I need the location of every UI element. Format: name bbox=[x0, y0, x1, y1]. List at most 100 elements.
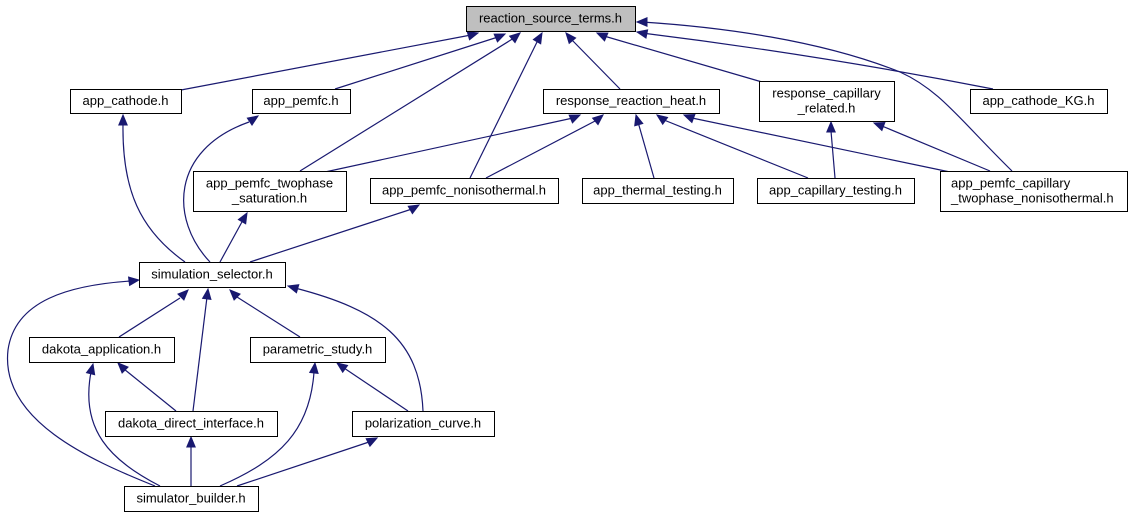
edge-app_capillary_testing-to-response_capillary_related bbox=[826, 120, 836, 179]
edge-line bbox=[236, 441, 370, 487]
node-response-capillary-related[interactable]: response_capillary_related.h bbox=[759, 81, 895, 122]
edge-line bbox=[641, 32, 994, 90]
node-app-pemfc-twophase-saturation[interactable]: app_pemfc_twophase_saturation.h bbox=[193, 171, 347, 212]
node-box[interactable] bbox=[759, 81, 895, 122]
node-box[interactable] bbox=[193, 171, 347, 212]
node-app-pemfc-nonisothermal[interactable]: app_pemfc_nonisothermal.h bbox=[370, 178, 559, 204]
node-simulator-builder[interactable]: simulator_builder.h bbox=[124, 486, 259, 512]
edge-line bbox=[469, 39, 539, 179]
edge-line bbox=[603, 35, 763, 83]
node-app-capillary-testing[interactable]: app_capillary_testing.h bbox=[757, 178, 915, 204]
edge-simulation_selector-to-app_pemfc_nonisothermal bbox=[249, 204, 421, 263]
arrowhead-icon bbox=[186, 435, 196, 448]
node-box[interactable] bbox=[70, 89, 182, 114]
node-app-pemfc-capillary-twophase-nonisothermal[interactable]: app_pemfc_capillary_twophase_nonisotherm… bbox=[940, 171, 1128, 212]
arrowhead-icon bbox=[117, 362, 129, 374]
node-response-reaction-heat[interactable]: response_reaction_heat.h bbox=[543, 89, 720, 114]
node-label: app_cathode.h bbox=[82, 93, 168, 108]
arrowhead-icon bbox=[635, 17, 648, 27]
node-app-pemfc[interactable]: app_pemfc.h bbox=[252, 89, 351, 114]
edge-line bbox=[641, 21, 1013, 172]
node-label: simulation_selector.h bbox=[151, 267, 272, 282]
edge-app_pemfc_nonisothermal-to-reaction_source_terms bbox=[469, 31, 543, 179]
node-dakota-direct-interface[interactable]: dakota_direct_interface.h bbox=[105, 411, 278, 437]
edge-line bbox=[570, 38, 621, 90]
edge-polarization_curve-to-simulation_selector bbox=[286, 284, 424, 412]
node-box[interactable] bbox=[250, 337, 386, 363]
arrowhead-icon bbox=[201, 287, 212, 301]
node-box[interactable] bbox=[582, 178, 734, 204]
edge-simulator_builder-to-parametric_study bbox=[219, 361, 319, 487]
edge-line bbox=[7, 280, 156, 487]
node-label: app_pemfc.h bbox=[263, 93, 338, 108]
edge-line bbox=[334, 36, 499, 90]
node-label: app_capillary_testing.h bbox=[769, 183, 902, 198]
node-box[interactable] bbox=[124, 486, 259, 512]
edge-simulator_builder-to-polarization_curve bbox=[236, 437, 379, 487]
arrowhead-icon bbox=[308, 361, 319, 374]
edge-line bbox=[118, 297, 181, 338]
node-box[interactable] bbox=[139, 262, 286, 288]
node-box[interactable] bbox=[757, 178, 915, 204]
arrowhead-icon bbox=[655, 114, 669, 126]
edge-app_pemfc_twophase_saturation-to-response_reaction_heat bbox=[324, 114, 582, 173]
edge-line bbox=[219, 371, 315, 487]
edge-line bbox=[343, 367, 409, 412]
edge-line bbox=[123, 368, 177, 412]
node-label: response_reaction_heat.h bbox=[556, 93, 706, 108]
edge-app_cathode-to-reaction_source_terms bbox=[180, 31, 480, 91]
node-reaction-source-terms[interactable]: reaction_source_terms.h bbox=[466, 6, 636, 32]
node-box[interactable] bbox=[970, 89, 1108, 114]
node-box[interactable] bbox=[352, 411, 495, 437]
edge-app_pemfc_capillary_twophase_nonisothermal-to-response_capillary_related bbox=[872, 122, 991, 172]
node-box[interactable] bbox=[543, 89, 720, 114]
node-box[interactable] bbox=[940, 171, 1128, 212]
node-box[interactable] bbox=[370, 178, 559, 204]
node-label: app_cathode_KG.h bbox=[982, 93, 1094, 108]
arrowhead-icon bbox=[565, 32, 577, 45]
arrowhead-icon bbox=[634, 113, 644, 127]
arrowhead-icon bbox=[237, 211, 248, 225]
node-box[interactable] bbox=[29, 337, 175, 363]
arrowhead-icon bbox=[635, 29, 649, 39]
node-polarization-curve[interactable]: polarization_curve.h bbox=[352, 411, 495, 437]
edge-line bbox=[691, 117, 951, 173]
node-app-thermal-testing[interactable]: app_thermal_testing.h bbox=[582, 178, 734, 204]
node-label: _twophase_nonisothermal.h bbox=[950, 191, 1114, 206]
arrowhead-icon bbox=[493, 33, 507, 43]
edge-dakota_direct_interface-to-dakota_application bbox=[117, 362, 177, 412]
arrowhead-icon bbox=[335, 362, 349, 374]
node-app-cathode-KG[interactable]: app_cathode_KG.h bbox=[970, 89, 1108, 114]
node-parametric-study[interactable]: parametric_study.h bbox=[250, 337, 386, 363]
arrowhead-icon bbox=[591, 114, 604, 126]
node-simulation-selector[interactable]: simulation_selector.h bbox=[139, 262, 286, 288]
edge-line bbox=[637, 121, 655, 179]
arrowhead-icon bbox=[118, 113, 128, 126]
edge-app_pemfc-to-reaction_source_terms bbox=[334, 33, 507, 90]
edge-dakota_direct_interface-to-simulation_selector bbox=[192, 287, 212, 412]
node-label: _related.h bbox=[797, 101, 856, 116]
arrowhead-icon bbox=[246, 115, 260, 126]
edge-line bbox=[830, 130, 836, 179]
edge-app_pemfc_capillary_twophase_nonisothermal-to-response_reaction_heat bbox=[682, 114, 951, 173]
arrowhead-icon bbox=[682, 114, 696, 124]
edge-app_capillary_testing-to-response_reaction_heat bbox=[655, 114, 809, 179]
edge-line bbox=[324, 117, 574, 173]
arrowhead-icon bbox=[568, 114, 582, 124]
node-box[interactable] bbox=[252, 89, 351, 114]
arrowhead-icon bbox=[826, 120, 836, 133]
node-box[interactable] bbox=[105, 411, 278, 437]
node-label: simulator_builder.h bbox=[136, 491, 245, 506]
edge-app_pemfc_twophase_saturation-to-reaction_source_terms bbox=[299, 32, 521, 172]
node-label: app_pemfc_twophase bbox=[206, 176, 333, 191]
edge-line bbox=[485, 119, 598, 179]
node-box[interactable] bbox=[466, 6, 636, 32]
node-dakota-application[interactable]: dakota_application.h bbox=[29, 337, 175, 363]
node-app-cathode[interactable]: app_cathode.h bbox=[70, 89, 182, 114]
edge-line bbox=[122, 123, 186, 263]
edge-simulation_selector-to-app_pemfc_twophase_saturation bbox=[219, 211, 248, 263]
edges-layer bbox=[7, 17, 1013, 487]
edge-app_thermal_testing-to-response_reaction_heat bbox=[634, 113, 655, 179]
node-label: app_pemfc_nonisothermal.h bbox=[382, 183, 546, 198]
arrowhead-icon bbox=[595, 32, 609, 42]
